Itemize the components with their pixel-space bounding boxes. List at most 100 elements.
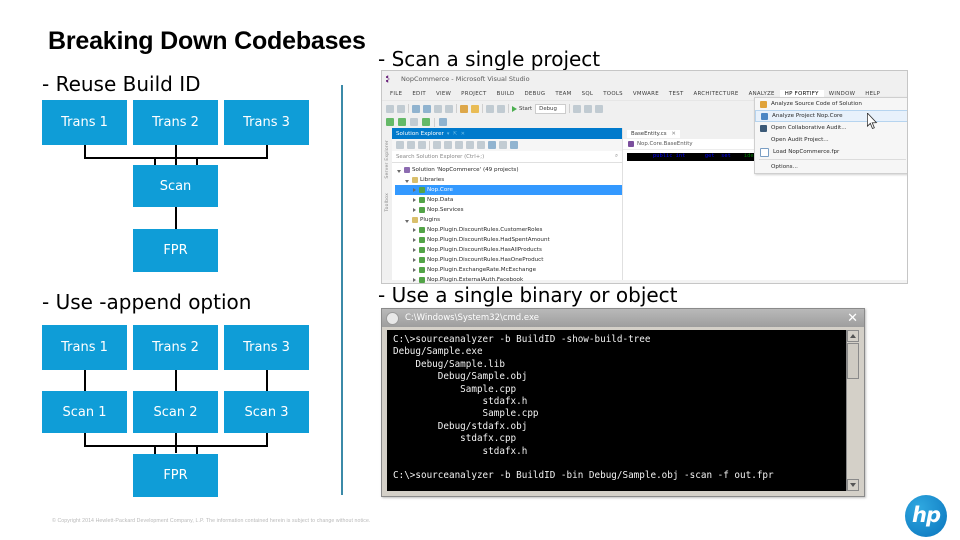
chevron-right-icon[interactable] [413, 268, 416, 272]
properties-icon[interactable] [477, 141, 485, 149]
copy-icon[interactable] [471, 104, 479, 113]
cut-icon[interactable] [460, 104, 468, 113]
chevron-right-icon[interactable] [413, 188, 416, 192]
menu-item-options[interactable]: Options... [755, 161, 907, 173]
cmd-output-text[interactable]: C:\>sourceanalyzer -b BuildID -show-buil… [393, 334, 774, 482]
search-icon[interactable]: ⌕ [614, 153, 618, 159]
chevron-right-icon[interactable] [413, 208, 416, 212]
heading-append-option: - Use -append option [42, 290, 252, 314]
tree-row[interactable]: Plugins [395, 215, 622, 225]
analyze-icon[interactable] [398, 118, 406, 126]
solution-tree[interactable]: Solution 'NopCommerce' (49 projects) Lib… [392, 163, 622, 283]
scroll-down-button[interactable] [847, 479, 859, 491]
tree-row[interactable]: Nop.Plugin.DiscountRules.CustomerRoles [395, 225, 622, 235]
tree-row[interactable]: Nop.Data [395, 195, 622, 205]
vs-left-rail[interactable]: Server Explorer Toolbox [382, 128, 392, 280]
vs-menu-test[interactable]: TEST [668, 90, 684, 97]
menu-item-analyze-project[interactable]: Analyze Project Nop.Core [755, 110, 907, 122]
tree-row[interactable]: Nop.Plugin.DiscountRules.HasAllProducts [395, 245, 622, 255]
vs-menu-hp-fortify[interactable]: HP FORTIFY [779, 89, 824, 98]
find-icon[interactable] [572, 104, 581, 113]
vs-menu-file[interactable]: FILE [390, 90, 403, 97]
tree-row-selected[interactable]: Nop.Core [395, 185, 622, 195]
panel-drag-dots[interactable]: ▾ ⇱ ✕ [446, 130, 466, 137]
csharp-project-icon [419, 187, 425, 193]
vs-menu-analyze[interactable]: ANALYZE [748, 90, 775, 97]
vs-menu-tools[interactable]: TOOLS [603, 90, 623, 97]
sync-icon[interactable] [433, 141, 441, 149]
menu-item-analyze-source-code[interactable]: Analyze Source Code of Solution [755, 98, 907, 110]
vs-menu-build[interactable]: BUILD [496, 90, 515, 97]
home-icon[interactable] [418, 141, 426, 149]
chevron-right-icon[interactable] [413, 238, 416, 242]
save-all-icon[interactable] [445, 104, 453, 113]
tree-row[interactable]: Solution 'NopCommerce' (49 projects) [395, 165, 622, 175]
chevron-right-icon[interactable] [413, 228, 416, 232]
chevron-down-icon[interactable] [397, 169, 401, 173]
step-into-icon[interactable] [386, 118, 394, 126]
editor-tab-baseentity[interactable]: BaseEntity.cs ✕ [627, 129, 680, 138]
pending-changes-icon[interactable] [510, 141, 518, 149]
code-content[interactable]: using System; using System.Collections.G… [623, 150, 907, 161]
vs-menu-vmware[interactable]: VMWARE [632, 90, 659, 97]
server-explorer-tab[interactable]: Server Explorer [384, 140, 390, 179]
start-debug-button[interactable]: Start [512, 105, 532, 112]
vs-menu-sql[interactable]: SQL [581, 90, 594, 97]
toolbox-tab[interactable]: Toolbox [384, 192, 390, 212]
configuration-dropdown[interactable]: Debug [535, 103, 566, 114]
stop-icon[interactable] [410, 118, 418, 126]
chevron-right-icon[interactable] [413, 248, 416, 252]
vs-menu-window[interactable]: WINDOW [828, 90, 856, 97]
tree-row[interactable]: Nop.Plugin.DiscountRules.HasOneProduct [395, 255, 622, 265]
forward-nav-icon[interactable] [397, 104, 405, 113]
tree-row[interactable]: Nop.Services [395, 205, 622, 215]
back-nav-icon[interactable] [386, 104, 394, 113]
menu-item-open-audit-project[interactable]: Open Audit Project... [755, 134, 907, 146]
chevron-right-icon[interactable] [413, 198, 416, 202]
open-file-icon[interactable] [423, 104, 431, 113]
cmd-scrollbar[interactable] [846, 330, 859, 491]
close-icon[interactable]: ✕ [847, 310, 858, 326]
hp-fortify-dropdown-menu[interactable]: Analyze Source Code of Solution Analyze … [754, 97, 907, 174]
save-icon[interactable] [434, 104, 442, 113]
tree-row[interactable]: Nop.Plugin.ExchangeRate.McExchange [395, 265, 622, 275]
menu-item-load-fpr[interactable]: Load NopCommerce.fpr [755, 146, 907, 158]
vs-menu-help[interactable]: HELP [865, 90, 881, 97]
vs-menu-bar[interactable]: FILE EDIT VIEW PROJECT BUILD DEBUG TEAM … [382, 87, 907, 100]
connector-trans3-down [266, 145, 268, 158]
new-project-icon[interactable] [412, 104, 420, 113]
redo-icon[interactable] [497, 104, 505, 113]
tree-row[interactable]: Nop.Plugin.ExternalAuth.Facebook [395, 275, 622, 283]
back-icon[interactable] [396, 141, 404, 149]
audit-icon[interactable] [439, 118, 447, 126]
vs-menu-architecture[interactable]: ARCHITECTURE [693, 90, 739, 97]
panel-icon-2[interactable] [594, 104, 603, 113]
tree-row[interactable]: Libraries [395, 175, 622, 185]
vs-menu-team[interactable]: TEAM [555, 90, 572, 97]
chevron-right-icon[interactable] [413, 258, 416, 262]
menu-item-open-collaborative-audit[interactable]: Open Collaborative Audit... [755, 122, 907, 134]
vs-menu-edit[interactable]: EDIT [412, 90, 426, 97]
scrollbar-thumb[interactable] [847, 343, 859, 379]
panel-icon-1[interactable] [583, 104, 592, 113]
solution-search-box[interactable]: Search Solution Explorer (Ctrl+;) ⌕ [392, 151, 622, 163]
continue-icon[interactable] [422, 118, 430, 126]
forward-icon[interactable] [407, 141, 415, 149]
undo-icon[interactable] [486, 104, 494, 113]
preview-icon[interactable] [488, 141, 496, 149]
refresh-icon[interactable] [444, 141, 452, 149]
chevron-down-icon[interactable] [405, 179, 409, 183]
vs-menu-debug[interactable]: DEBUG [524, 90, 546, 97]
cmd-title-bar[interactable]: C:\Windows\System32\cmd.exe ✕ [382, 309, 864, 327]
tree-row[interactable]: Nop.Plugin.DiscountRules.HadSpentAmount [395, 235, 622, 245]
vs-menu-project[interactable]: PROJECT [461, 90, 487, 97]
vs-menu-view[interactable]: VIEW [435, 90, 452, 97]
solution-explorer-toolbar[interactable] [392, 139, 622, 151]
chevron-right-icon[interactable] [413, 278, 416, 282]
scroll-up-button[interactable] [847, 330, 859, 342]
close-icon[interactable]: ✕ [671, 130, 676, 137]
show-all-files-icon[interactable] [466, 141, 474, 149]
class-view-icon[interactable] [499, 141, 507, 149]
chevron-down-icon[interactable] [405, 219, 409, 223]
collapse-all-icon[interactable] [455, 141, 463, 149]
